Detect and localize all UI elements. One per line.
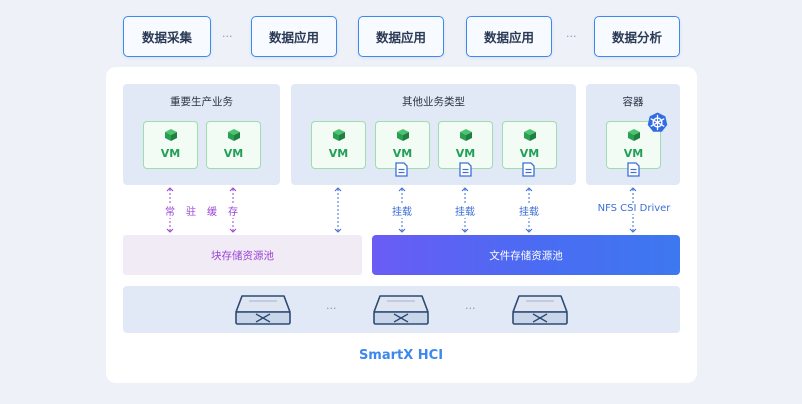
vm-label: VM [623, 147, 644, 160]
mount-label: 挂载 [451, 203, 479, 218]
vm-box: VM [311, 121, 366, 169]
vm-label: VM [328, 147, 349, 160]
cache-label-char: 存 [226, 203, 240, 218]
server-icon [512, 295, 568, 325]
cache-label-char: 驻 [184, 203, 198, 218]
cube-icon [627, 129, 640, 141]
server-ellipsis: ··· [465, 302, 476, 315]
top-box-data-analysis: 数据分析 [594, 16, 680, 57]
block-storage-pool: 块存储资源池 [123, 235, 362, 275]
top-box-label: 数据应用 [483, 30, 534, 45]
mount-label: 挂载 [388, 203, 416, 218]
cube-icon [396, 129, 409, 141]
group-title: 其他业务类型 [402, 96, 465, 108]
top-box-data-app-1: 数据应用 [251, 16, 337, 57]
top-box-label: 数据分析 [611, 30, 662, 45]
vm-box: VM [375, 121, 430, 169]
cube-icon [523, 129, 536, 141]
file-storage-pool: 文件存储资源池 [372, 235, 680, 275]
nfs-csi-label: NFS CSI Driver [596, 203, 672, 214]
document-icon [522, 162, 535, 177]
cube-icon [459, 129, 472, 141]
server-icon [373, 295, 429, 325]
server-ellipsis: ··· [326, 302, 337, 315]
document-icon [459, 162, 472, 177]
vm-label: VM [455, 147, 476, 160]
vm-box: VM [143, 121, 198, 169]
vm-label: VM [392, 147, 413, 160]
top-ellipsis: ··· [566, 30, 577, 43]
document-icon [627, 162, 640, 177]
cache-label-char: 缓 [205, 203, 219, 218]
cube-icon [332, 129, 345, 141]
vm-box: VM [502, 121, 557, 169]
top-box-label: 数据应用 [268, 30, 319, 45]
platform-brand: SmartX HCI [358, 348, 444, 363]
mount-label: 挂载 [515, 203, 543, 218]
double-arrow-icon [334, 187, 342, 233]
server-icon [235, 295, 291, 325]
top-box-label: 数据应用 [375, 30, 426, 45]
vm-label: VM [160, 147, 181, 160]
pool-label: 块存储资源池 [211, 249, 274, 262]
top-box-data-app-2: 数据应用 [358, 16, 444, 57]
vm-label: VM [223, 147, 244, 160]
top-box-data-app-3: 数据应用 [466, 16, 552, 57]
group-title: 容器 [622, 96, 644, 108]
kubernetes-icon [647, 112, 668, 132]
top-ellipsis: ··· [222, 30, 233, 43]
vm-box: VM [206, 121, 261, 169]
document-icon [395, 162, 408, 177]
cube-icon [164, 129, 177, 141]
cube-icon [227, 129, 240, 141]
top-box-data-collection: 数据采集 [123, 16, 211, 57]
cache-label-char: 常 [163, 203, 177, 218]
group-title: 重要生产业务 [170, 96, 233, 108]
vm-label: VM [519, 147, 540, 160]
pool-label: 文件存储资源池 [489, 249, 563, 262]
top-box-label: 数据采集 [141, 30, 192, 45]
